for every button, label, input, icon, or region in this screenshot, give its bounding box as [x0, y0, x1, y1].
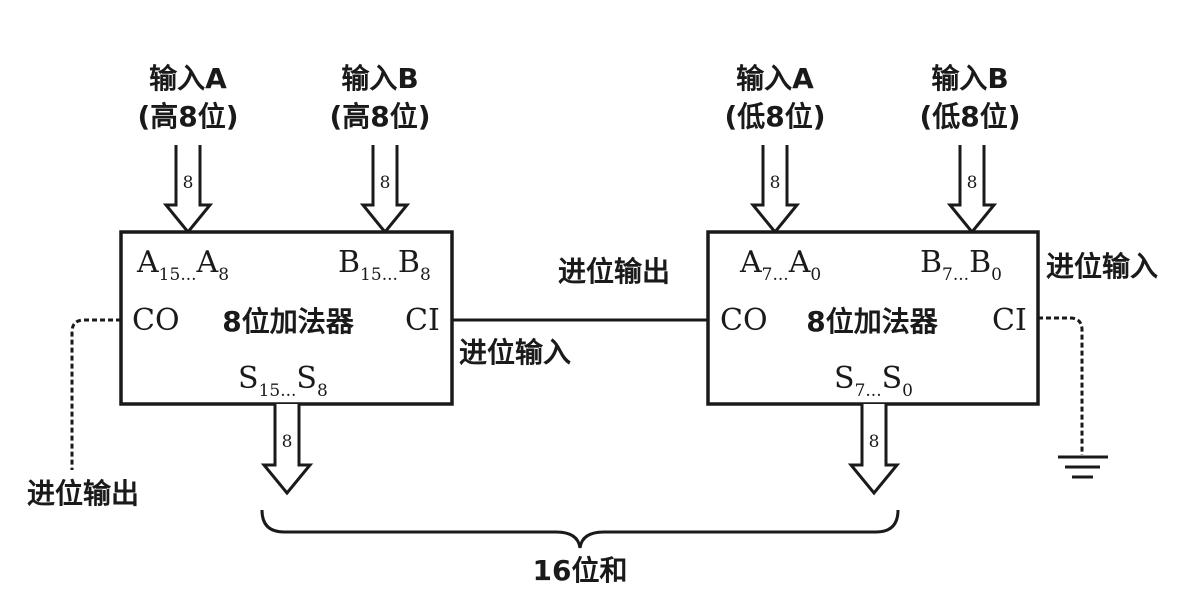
carry-out-label-left: 进位输出	[27, 477, 139, 510]
adder-high: A15...A8 B15...B8 CO 8位加法器 CI S15...S8	[119, 230, 454, 406]
carry-in-ground-wire	[1038, 316, 1084, 455]
svg-text:输入B: 输入B	[931, 62, 1008, 95]
carry-out-wire	[70, 318, 121, 470]
svg-text:(低8位): (低8位)	[919, 100, 1020, 133]
bus-arrow-sum-high: 8	[260, 404, 314, 496]
svg-text:(高8位): (高8位)	[329, 100, 430, 133]
input-a-high-label: 输入A (高8位)	[137, 62, 238, 133]
pin-co-low: CO	[720, 303, 768, 338]
bus-arrow-a-high: 8	[162, 145, 214, 235]
adder-low-title: 8位加法器	[806, 305, 938, 338]
svg-text:输入A: 输入A	[149, 62, 227, 95]
input-a-low-label: 输入A (低8位)	[724, 62, 825, 133]
pin-ci-high: CI	[405, 303, 440, 338]
bus-arrow-b-high: 8	[359, 145, 411, 235]
bus-arrow-a-low: 8	[749, 145, 801, 235]
sum-brace	[260, 509, 900, 549]
carry-in-label-right: 进位输入	[1046, 250, 1158, 283]
bus-arrow-b-low: 8	[946, 145, 998, 235]
input-b-low-label: 输入B (低8位)	[919, 62, 1020, 133]
adder-low: A7...A0 B7...B0 CO 8位加法器 CI S7...S0	[706, 230, 1040, 406]
svg-text:(高8位): (高8位)	[137, 100, 238, 133]
pin-s-range-high: S15...S8	[238, 361, 328, 401]
bus-width-label: 8	[967, 173, 978, 193]
pin-ci-low: CI	[992, 303, 1027, 338]
svg-text:(低8位): (低8位)	[724, 100, 825, 133]
bus-width-label: 8	[183, 173, 194, 193]
pin-a-range-low: A7...A0	[739, 245, 821, 285]
bus-width-label: 8	[282, 432, 293, 452]
pin-b-range-low: B7...B0	[920, 245, 1002, 285]
carry-in-label-middle: 进位输入	[459, 336, 571, 369]
pin-s-range-low: S7...S0	[834, 361, 913, 401]
bus-width-label: 8	[770, 173, 781, 193]
ground-icon	[1058, 455, 1108, 479]
svg-text:输入A: 输入A	[736, 62, 814, 95]
carry-out-label-middle: 进位输出	[558, 255, 670, 288]
bus-width-label: 8	[869, 432, 880, 452]
pin-a-range-high: A15...A8	[136, 245, 229, 285]
adder-high-title: 8位加法器	[222, 305, 354, 338]
pin-co-high: CO	[132, 303, 180, 338]
svg-text:输入B: 输入B	[341, 62, 418, 95]
bus-width-label: 8	[380, 173, 391, 193]
input-b-high-label: 输入B (高8位)	[329, 62, 430, 133]
bus-arrow-sum-low: 8	[847, 404, 901, 496]
pin-b-range-high: B15...B8	[338, 245, 431, 285]
sum-label: 16位和	[533, 554, 628, 587]
